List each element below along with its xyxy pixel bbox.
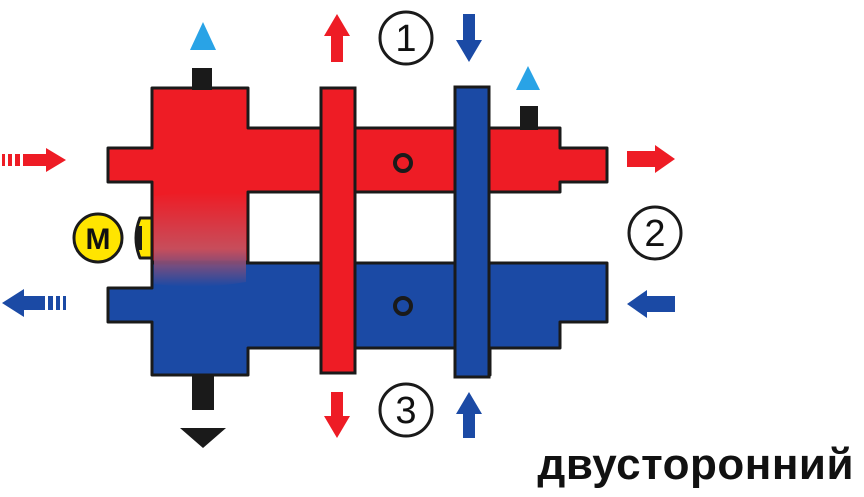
circuit-3-label: 3 [395,390,416,432]
cold-sensor-port[interactable] [393,296,413,316]
mixing-zone [154,192,246,287]
motor-icon: M [72,212,154,264]
drain-stub [192,376,214,410]
circuit-2-label: 2 [644,213,665,255]
flow-arrow-icon [456,392,482,438]
hot-sensor-port[interactable] [393,153,413,173]
flow-arrow-icon [627,145,675,173]
air-vent-stub-right [520,106,538,130]
circuit-1-label: 1 [395,18,416,60]
air-vent-arrow-icon [516,66,540,90]
flow-arrow-icon [2,148,66,172]
circuit-3-badge: 3 [378,382,434,438]
flow-arrow-icon [2,289,66,317]
flow-arrow-icon [324,14,350,62]
flow-arrow-icon [627,290,675,318]
air-vent-arrow-icon [190,22,216,50]
caption: двусторонний [537,440,854,489]
air-vent-stub-left [192,68,212,90]
flow-arrow-icon [456,14,482,62]
circuit-1-badge: 1 [378,10,434,66]
cold-riser-front [453,85,491,379]
hot-riser [319,86,357,375]
circuit-2-badge: 2 [627,205,683,261]
flow-arrow-icon [324,392,350,438]
motor-label: M [86,223,111,256]
drain-arrow-icon [180,428,226,448]
